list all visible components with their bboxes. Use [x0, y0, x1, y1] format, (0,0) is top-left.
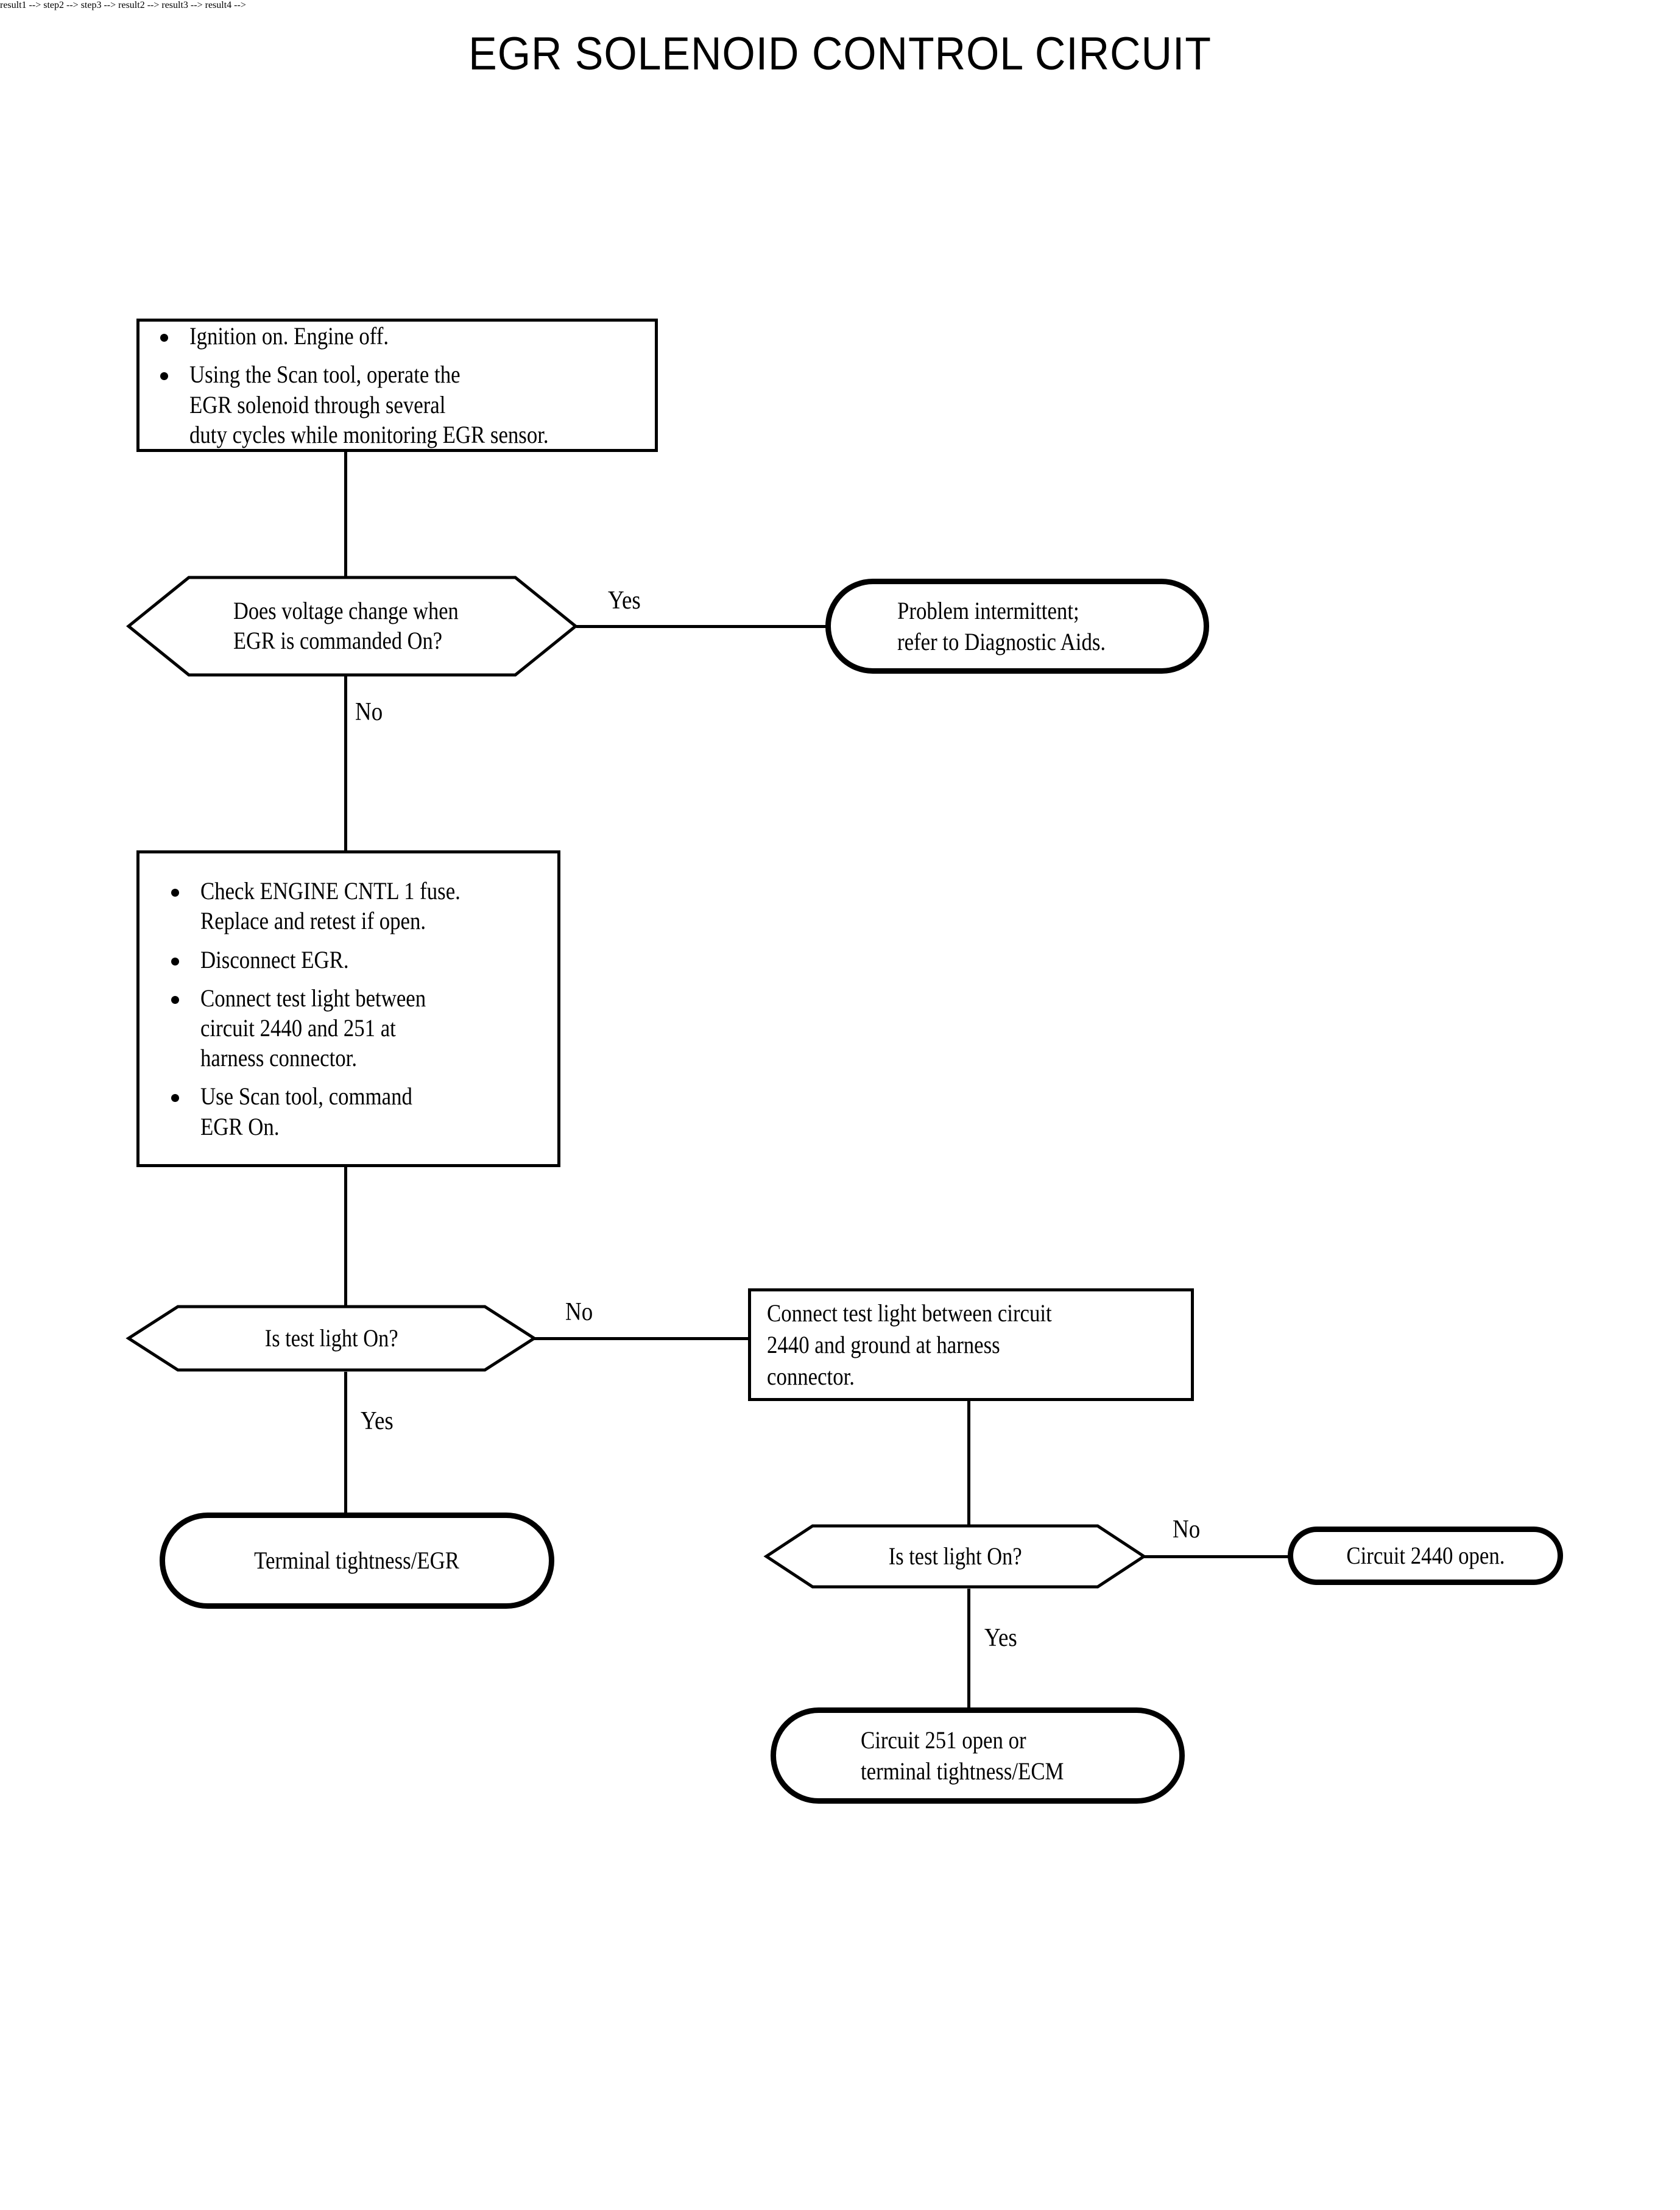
terminator-result3: Circuit 2440 open. — [1288, 1527, 1563, 1585]
connector-step3-to-decision3 — [967, 1401, 970, 1527]
decision-hexagon-2: Is test light On? — [125, 1305, 537, 1372]
result4-text: Circuit 251 open or terminal tightness/E… — [861, 1726, 1064, 1785]
step2-bullet-4: Use Scan tool, command EGR On. — [200, 1082, 412, 1140]
edge-label-decision3-no: No — [1173, 1516, 1201, 1544]
connector-decision1-yes — [576, 625, 827, 628]
connector-decision2-no — [534, 1337, 749, 1340]
list-item: Using the Scan tool, operate the EGR sol… — [155, 359, 640, 450]
process-box-step1: Ignition on. Engine off. Using the Scan … — [136, 319, 658, 452]
terminator-result1: Problem intermittent; refer to Diagnosti… — [825, 579, 1209, 674]
process-box-step3: Connect test light between circuit 2440 … — [748, 1288, 1194, 1401]
decision3-label: Is test light On? — [888, 1542, 1022, 1570]
terminator-result2: Terminal tightness/EGR — [160, 1513, 554, 1609]
result1-text: Problem intermittent; refer to Diagnosti… — [897, 596, 1106, 655]
edge-label-decision3-yes: Yes — [984, 1624, 1017, 1652]
step2-bullet-3: Connect test light between circuit 2440 … — [200, 984, 426, 1072]
edge-label-decision1-yes: Yes — [608, 587, 641, 615]
decision-hexagon-3: Is test light On? — [763, 1524, 1147, 1589]
step1-bullet-1: Ignition on. Engine off. — [189, 322, 389, 350]
list-item: Connect test light between circuit 2440 … — [166, 983, 545, 1073]
result2-text: Terminal tightness/EGR — [254, 1547, 460, 1575]
step3-text: Connect test light between circuit 2440 … — [767, 1299, 1052, 1390]
connector-step2-to-decision2 — [344, 1167, 347, 1306]
step1-bullet-2: Using the Scan tool, operate the EGR sol… — [189, 361, 549, 448]
step2-bullet-2: Disconnect EGR. — [200, 945, 349, 973]
page-title: EGR SOLENOID CONTROL CIRCUIT — [468, 28, 1212, 80]
list-item: Ignition on. Engine off. — [155, 321, 640, 351]
connector-step1-to-decision1 — [344, 452, 347, 576]
decision2-label: Is test light On? — [264, 1324, 398, 1352]
connector-decision2-yes — [344, 1372, 347, 1513]
list-item: Check ENGINE CNTL 1 fuse. Replace and re… — [166, 876, 545, 936]
connector-decision3-no — [1143, 1555, 1291, 1558]
edge-label-decision2-no: No — [565, 1298, 593, 1326]
edge-label-decision2-yes: Yes — [361, 1407, 394, 1435]
edge-label-decision1-no: No — [355, 698, 383, 726]
terminator-result4: Circuit 251 open or terminal tightness/E… — [771, 1707, 1185, 1804]
connector-decision1-no — [344, 676, 347, 852]
step2-bullet-1: Check ENGINE CNTL 1 fuse. Replace and re… — [200, 877, 461, 935]
result3-text: Circuit 2440 open. — [1346, 1542, 1505, 1570]
list-item: Disconnect EGR. — [166, 945, 545, 975]
decision1-label: Does voltage change when EGR is commande… — [233, 597, 459, 654]
decision-hexagon-1: Does voltage change when EGR is commande… — [126, 576, 578, 677]
list-item: Use Scan tool, command EGR On. — [166, 1081, 545, 1141]
process-box-step2: Check ENGINE CNTL 1 fuse. Replace and re… — [136, 850, 560, 1167]
connector-decision3-yes — [967, 1589, 970, 1710]
